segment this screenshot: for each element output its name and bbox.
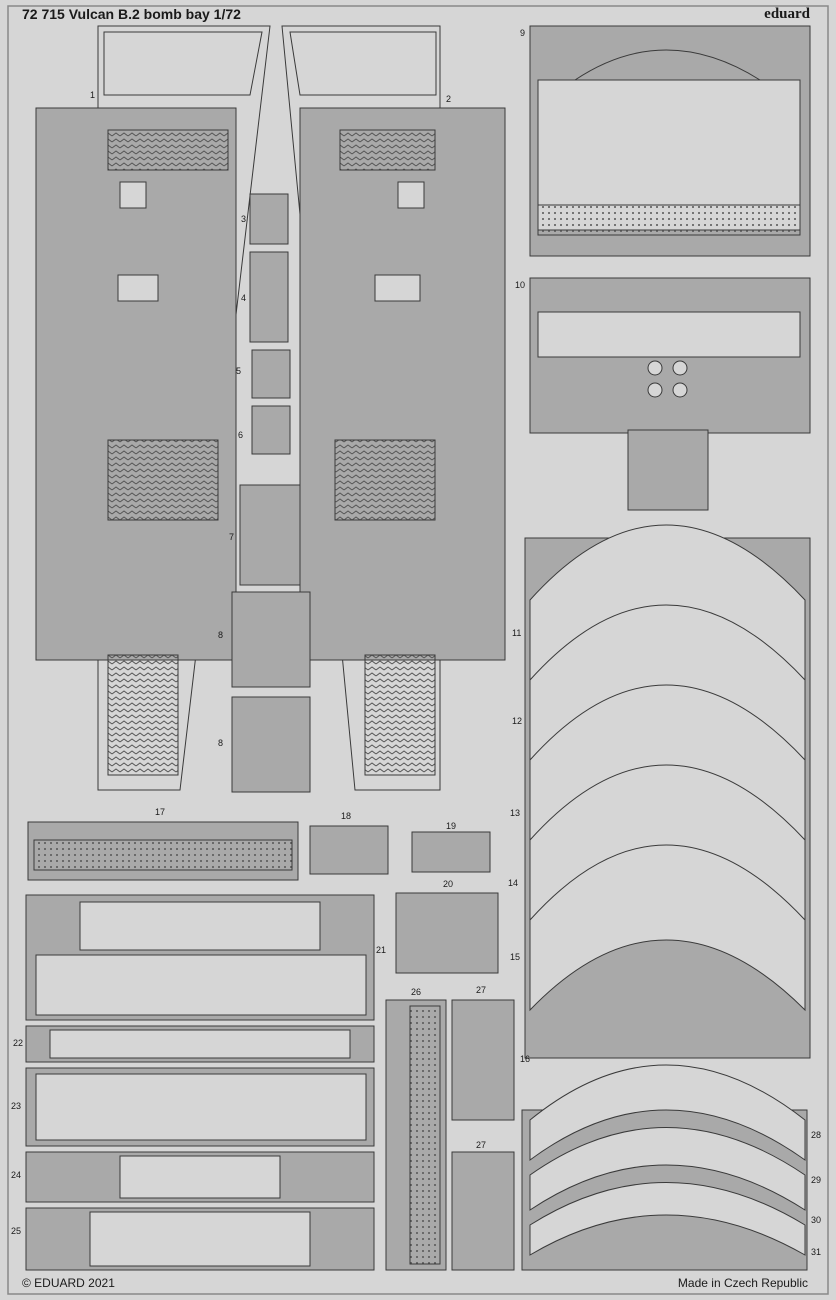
part-number: 6 [238, 430, 244, 440]
part-9-bulkhead [529, 25, 811, 257]
part-number: 3 [241, 214, 247, 224]
part-number: 26 [411, 987, 422, 997]
origin-note: Made in Czech Republic [677, 1276, 808, 1290]
part-number: 14 [508, 878, 519, 888]
part-number: 7 [229, 532, 235, 542]
part-number: 18 [341, 811, 352, 821]
part-number: 11 [512, 628, 522, 638]
part-number: 16 [520, 1054, 531, 1064]
part-number: 31 [811, 1247, 822, 1257]
part-number: 27 [476, 1140, 487, 1150]
part-number: 17 [155, 807, 166, 817]
part-27-lower [451, 1151, 515, 1271]
part-number: 29 [811, 1175, 822, 1185]
part-number: 4 [241, 293, 247, 303]
part-number: 9 [520, 28, 526, 38]
part-27-upper [451, 999, 515, 1121]
part-number: 30 [811, 1215, 822, 1225]
part-number: 21 [376, 945, 387, 955]
part-number: 15 [510, 952, 521, 962]
part-20 [395, 892, 499, 974]
sheet-title: 72 715 Vulcan B.2 bomb bay 1/72 [22, 6, 241, 22]
part-number: 25 [11, 1226, 22, 1236]
part-number: 1 [90, 90, 96, 100]
part-number: 19 [446, 821, 457, 831]
arched-formers-28-31 [521, 1064, 808, 1271]
arched-formers-11-16 [524, 524, 811, 1059]
part-number: 23 [11, 1101, 22, 1111]
part-number: 5 [236, 366, 242, 376]
part-number: 12 [512, 716, 523, 726]
part-number: 28 [811, 1130, 822, 1140]
part-number: 22 [13, 1038, 24, 1048]
part-number: 8 [218, 738, 224, 748]
part-number: 20 [443, 879, 454, 889]
part-1-left-bomb-bay-door [35, 25, 271, 791]
center-small-parts [231, 193, 311, 793]
part-18 [309, 825, 389, 875]
part-19 [411, 831, 491, 873]
copyright: © EDUARD 2021 [22, 1276, 115, 1290]
part-number: 27 [476, 985, 487, 995]
part-number: 10 [515, 280, 526, 290]
part-2-right-bomb-bay-door [281, 25, 506, 791]
part-number: 24 [11, 1170, 22, 1180]
part-10-bulkhead [529, 277, 811, 511]
bomb-bay-roof-parts [25, 894, 375, 1271]
part-number: 2 [446, 94, 452, 104]
part-number: 13 [510, 808, 521, 818]
brand-logo: eduard [764, 6, 810, 22]
part-number: 8 [218, 630, 224, 640]
